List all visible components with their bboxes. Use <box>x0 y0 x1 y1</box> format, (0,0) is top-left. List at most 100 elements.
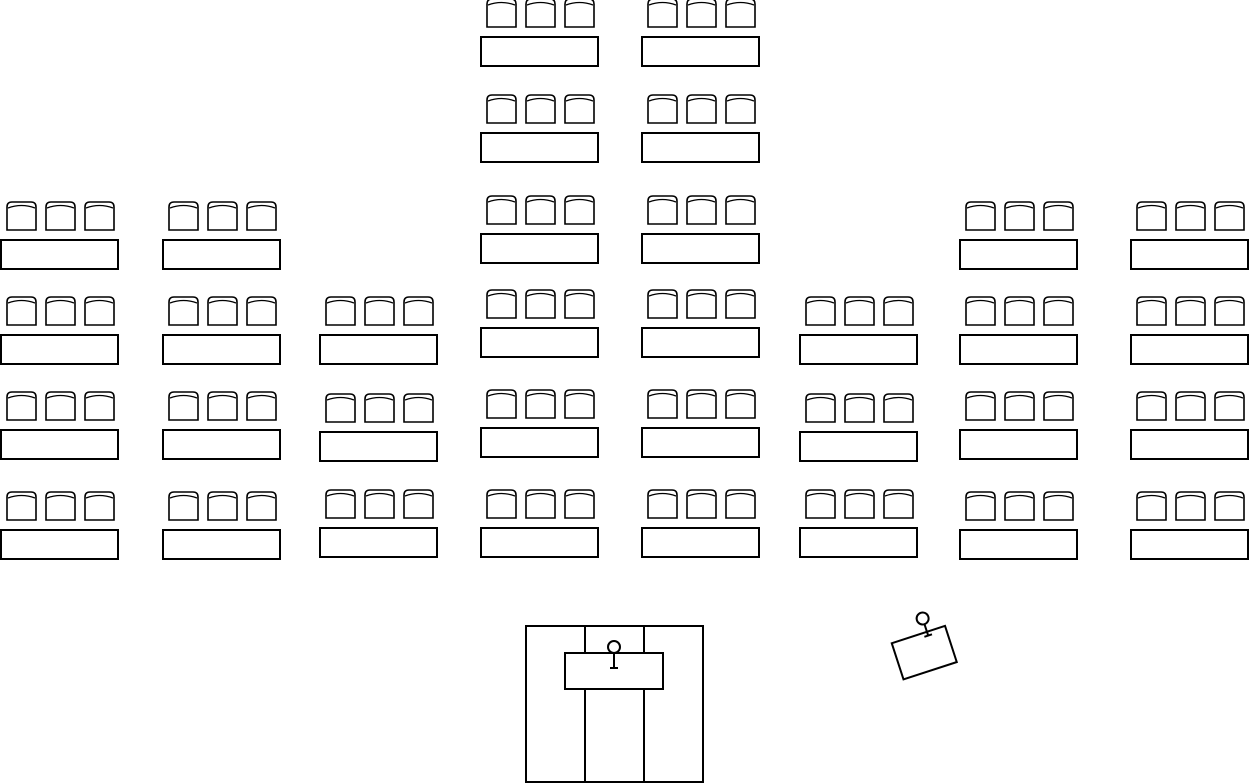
seat <box>647 195 678 225</box>
seat <box>525 489 556 519</box>
desk <box>959 429 1078 460</box>
seat-body <box>486 195 517 225</box>
seat-body <box>1043 391 1074 421</box>
seat-backrest <box>845 492 874 497</box>
desk-group <box>480 0 599 67</box>
seat-body <box>84 201 115 231</box>
seat-backrest <box>1215 204 1244 209</box>
seat <box>486 289 517 319</box>
desk <box>1130 334 1249 365</box>
seat-backrest <box>247 299 276 304</box>
desk <box>959 239 1078 270</box>
desk <box>480 233 599 264</box>
seat-body <box>647 0 678 28</box>
seat <box>1136 391 1167 421</box>
seat-backrest <box>1137 299 1166 304</box>
seat-body <box>965 201 996 231</box>
seat <box>1043 201 1074 231</box>
seat <box>45 296 76 326</box>
side-desk-top <box>890 624 959 681</box>
seat <box>1214 201 1245 231</box>
seat-backrest <box>565 392 594 397</box>
seat <box>965 391 996 421</box>
seat-backrest <box>1176 299 1205 304</box>
desk-group <box>162 201 281 270</box>
seat-body <box>168 391 199 421</box>
seat-backrest <box>806 396 835 401</box>
desk <box>641 327 760 358</box>
desk <box>0 529 119 560</box>
seat-body <box>725 195 756 225</box>
seat-body <box>1004 491 1035 521</box>
seat-backrest <box>648 198 677 203</box>
desk-group <box>641 489 760 558</box>
seat-body <box>45 201 76 231</box>
seat-body <box>403 489 434 519</box>
seat-body <box>207 491 238 521</box>
desk-group <box>1130 391 1249 460</box>
seat-body <box>246 391 277 421</box>
desk <box>641 36 760 67</box>
desk <box>480 132 599 163</box>
seat <box>647 0 678 28</box>
seat <box>564 489 595 519</box>
seat-body <box>246 296 277 326</box>
seat <box>1214 491 1245 521</box>
seat <box>564 0 595 28</box>
seat <box>168 201 199 231</box>
seat-body <box>525 289 556 319</box>
desk <box>162 529 281 560</box>
seat-backrest <box>966 394 995 399</box>
seat-backrest <box>526 492 555 497</box>
seat <box>725 289 756 319</box>
seat <box>725 195 756 225</box>
seat-body <box>686 0 717 28</box>
desk-group <box>480 289 599 358</box>
desk-group <box>480 489 599 558</box>
seat <box>1175 491 1206 521</box>
desk-group <box>0 391 119 460</box>
seat-body <box>246 491 277 521</box>
desk <box>0 239 119 270</box>
seat <box>805 296 836 326</box>
seat-body <box>1214 296 1245 326</box>
desk-group <box>799 393 918 462</box>
seat-backrest <box>884 299 913 304</box>
desk <box>162 239 281 270</box>
seat <box>686 389 717 419</box>
seat-body <box>564 0 595 28</box>
seat-body <box>364 489 395 519</box>
seat-backrest <box>648 1 677 6</box>
seat-body <box>1175 391 1206 421</box>
seat-backrest <box>7 204 36 209</box>
desk <box>641 427 760 458</box>
desk <box>319 334 438 365</box>
seat <box>564 94 595 124</box>
seat <box>647 94 678 124</box>
seat-backrest <box>648 292 677 297</box>
seat <box>525 389 556 419</box>
seat-backrest <box>1044 204 1073 209</box>
seat-backrest <box>845 299 874 304</box>
seat-backrest <box>1176 494 1205 499</box>
seat <box>965 201 996 231</box>
seat <box>246 201 277 231</box>
desk-group <box>0 201 119 270</box>
seat <box>965 296 996 326</box>
desk-group <box>959 391 1078 460</box>
seat-backrest <box>208 204 237 209</box>
seat-backrest <box>845 396 874 401</box>
seat-backrest <box>169 394 198 399</box>
seat-body <box>965 296 996 326</box>
seat <box>564 389 595 419</box>
seat-backrest <box>85 494 114 499</box>
seat-backrest <box>565 292 594 297</box>
seat-body <box>486 94 517 124</box>
teacher-podium <box>525 625 704 783</box>
seat-body <box>84 391 115 421</box>
seat <box>403 393 434 423</box>
seat-body <box>364 296 395 326</box>
seat <box>725 489 756 519</box>
desk <box>319 527 438 558</box>
